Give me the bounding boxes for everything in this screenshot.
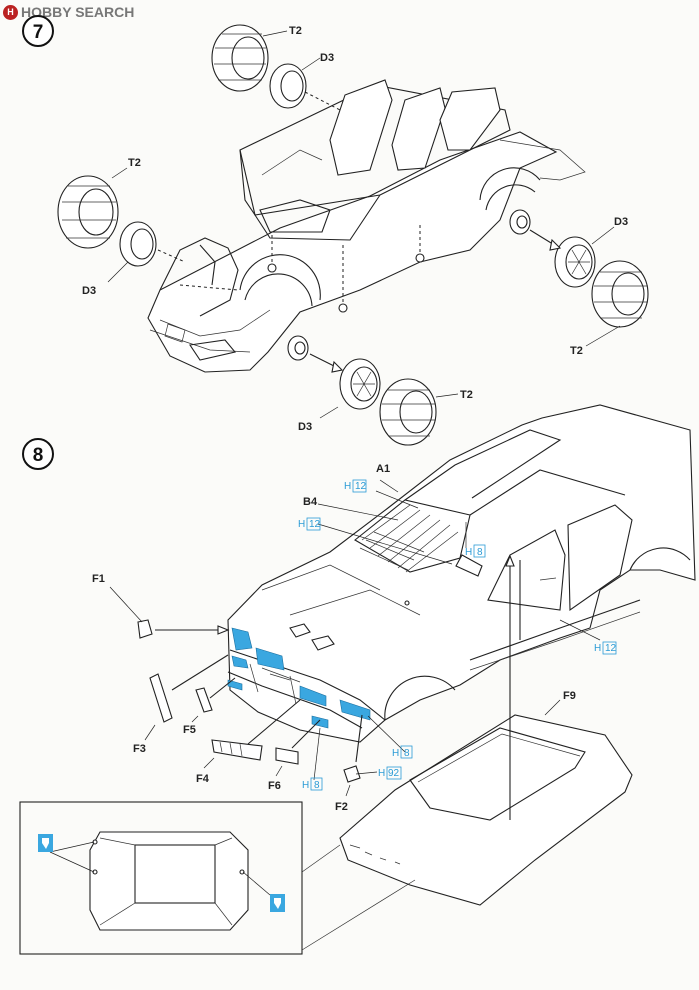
part-f5	[191, 677, 236, 723]
label-a1: A1	[376, 463, 390, 475]
paint-h92: H 92	[378, 766, 402, 780]
label-d3-left: D3	[82, 285, 96, 297]
glue-icon	[270, 894, 285, 912]
label-f1: F1	[92, 573, 105, 585]
part-f4	[203, 699, 301, 769]
paint-code: 8	[477, 547, 483, 558]
tire-bottom	[379, 378, 437, 446]
paint-h8-a: H 8	[465, 544, 486, 558]
inset-detail	[19, 801, 416, 955]
glue-icon	[38, 834, 53, 852]
label-t2-right: T2	[570, 345, 583, 357]
paint-h12-b: H 12	[298, 517, 321, 531]
wheel-bottom	[309, 353, 381, 410]
step-8-badge: 8	[22, 438, 54, 470]
paint-letter: H	[378, 768, 385, 779]
paint-letter: H	[594, 643, 601, 654]
step-8: 8	[19, 404, 696, 955]
part-f1	[109, 586, 230, 639]
label-f5: F5	[183, 724, 196, 736]
window-a1	[379, 479, 399, 493]
paint-letter: H	[302, 780, 309, 791]
label-f3: F3	[133, 743, 146, 755]
paint-code: 92	[388, 768, 400, 779]
label-f2: F2	[335, 801, 348, 813]
step-7: 7	[22, 15, 649, 446]
tire-left	[57, 175, 119, 249]
paint-letter: H	[298, 519, 305, 530]
tire-top-left	[211, 24, 269, 92]
label-d3-bottom: D3	[298, 421, 312, 433]
paint-code: 12	[605, 643, 617, 654]
wheel-top-left	[269, 63, 341, 111]
part-f6	[275, 719, 321, 777]
hub-rear-right	[287, 335, 309, 361]
paint-letter: H	[344, 481, 351, 492]
label-b4: B4	[303, 496, 318, 508]
wheel-left	[119, 221, 186, 267]
label-t2-bottom: T2	[460, 389, 473, 401]
step-7-number: 7	[33, 22, 44, 43]
paint-letter: H	[465, 547, 472, 558]
label-t2-top: T2	[289, 25, 302, 37]
paint-letter: H	[392, 748, 399, 759]
hobby-search-logo-icon: H	[3, 4, 18, 20]
chassis-tub	[147, 79, 586, 373]
watermark: H HOBBY SEARCH	[3, 3, 134, 21]
paint-h12-c: H 12	[594, 641, 617, 655]
label-d3-top: D3	[320, 52, 334, 64]
paint-code: 12	[355, 481, 367, 492]
label-t2-left: T2	[128, 157, 141, 169]
paint-code: 12	[309, 519, 321, 530]
tire-right	[591, 260, 649, 328]
step-7-badge: 7	[22, 15, 54, 47]
label-f4: F4	[196, 773, 210, 785]
paint-h8-c: H 8	[302, 777, 323, 791]
watermark-text: HOBBY SEARCH	[21, 4, 135, 20]
paint-code: 8	[314, 780, 320, 791]
part-f3	[144, 654, 229, 741]
car-body	[227, 404, 696, 743]
paint-h8-b: H 8	[392, 745, 413, 759]
label-d3-right: D3	[614, 216, 628, 228]
step-8-number: 8	[33, 445, 44, 466]
label-f9: F9	[563, 690, 576, 702]
paint-h12-a: H 12	[344, 479, 367, 493]
part-f2	[343, 714, 363, 797]
roof-panel-f9	[339, 554, 633, 906]
paint-code: 8	[404, 748, 410, 759]
hub-front-right	[509, 209, 531, 235]
label-f6: F6	[268, 780, 281, 792]
wheel-right	[529, 229, 596, 288]
